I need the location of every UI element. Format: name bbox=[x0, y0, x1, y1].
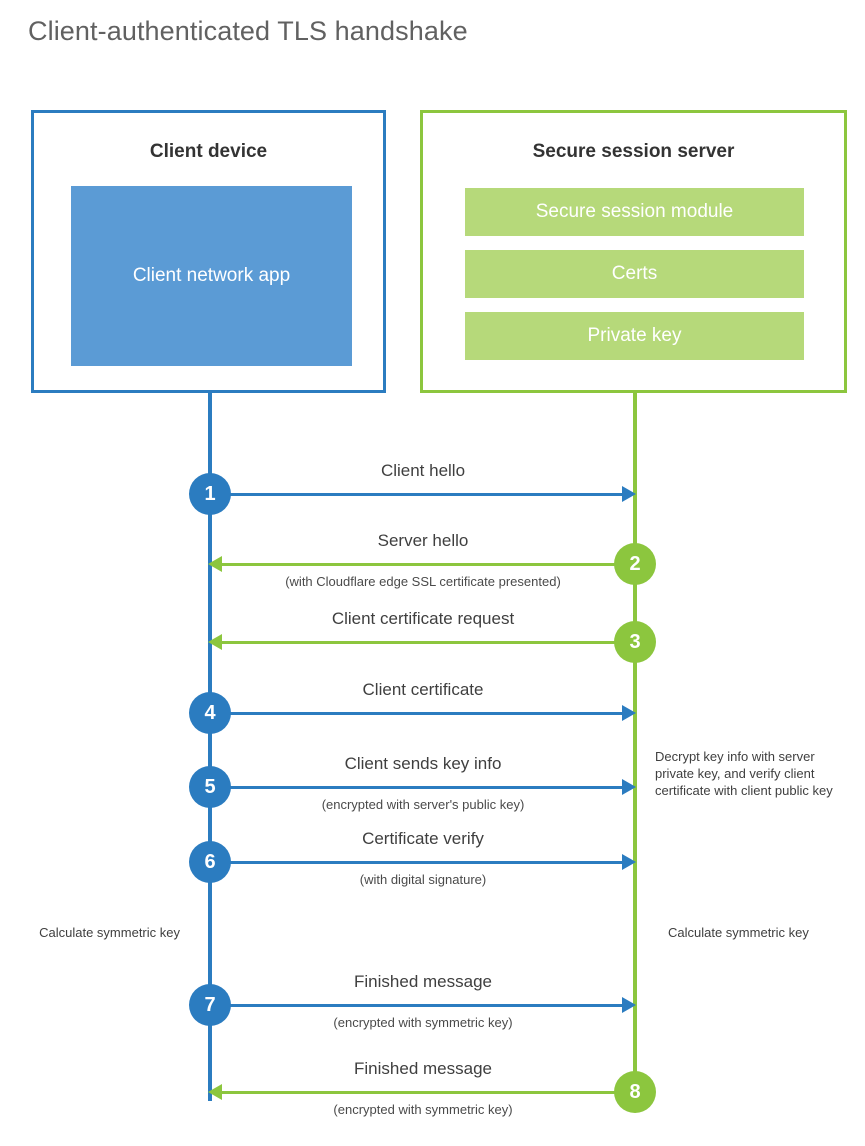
message-arrow-line bbox=[220, 563, 635, 566]
message-sublabel: (with Cloudflare edge SSL certificate pr… bbox=[285, 574, 561, 589]
message-sublabel: (with digital signature) bbox=[359, 872, 487, 887]
arrow-left-icon bbox=[208, 556, 222, 572]
message-arrow-line bbox=[210, 712, 625, 715]
client-network-app-block: Client network app bbox=[71, 186, 352, 366]
step-number-badge: 4 bbox=[189, 692, 231, 734]
message-arrow-line bbox=[220, 641, 635, 644]
server-block-secure-session-module: Secure session module bbox=[465, 188, 804, 236]
note-calculate-symmetric-key-server: Calculate symmetric key bbox=[668, 925, 809, 940]
message-sublabel: (encrypted with server's public key) bbox=[321, 797, 525, 812]
secure-session-server-box: Secure session server Secure session mod… bbox=[420, 110, 847, 393]
client-device-box: Client device Client network app bbox=[31, 110, 386, 393]
client-device-title: Client device bbox=[149, 141, 268, 162]
page-title: Client-authenticated TLS handshake bbox=[28, 16, 468, 46]
arrow-right-icon bbox=[622, 997, 636, 1013]
message-sublabel: (encrypted with symmetric key) bbox=[333, 1015, 513, 1030]
arrow-left-icon bbox=[208, 634, 222, 650]
message-label: Server hello bbox=[377, 531, 469, 550]
message-arrow-line bbox=[210, 493, 625, 496]
arrow-right-icon bbox=[622, 486, 636, 502]
step-number-badge: 8 bbox=[614, 1071, 656, 1113]
step-number-badge: 6 bbox=[189, 841, 231, 883]
step-number-badge: 3 bbox=[614, 621, 656, 663]
note-calculate-symmetric-key-client: Calculate symmetric key bbox=[39, 925, 180, 940]
secure-session-server-title: Secure session server bbox=[532, 141, 735, 162]
server-block-private-key: Private key bbox=[465, 312, 804, 360]
client-lifeline bbox=[208, 392, 212, 1101]
message-label: Client certificate request bbox=[331, 609, 515, 628]
message-arrow-line bbox=[210, 786, 625, 789]
message-label: Finished message bbox=[354, 972, 492, 991]
message-sublabel: (encrypted with symmetric key) bbox=[333, 1102, 513, 1117]
message-label: Finished message bbox=[354, 1059, 492, 1078]
step-number-badge: 1 bbox=[189, 473, 231, 515]
step-number-badge: 7 bbox=[189, 984, 231, 1026]
message-arrow-line bbox=[210, 861, 625, 864]
step-number-badge: 5 bbox=[189, 766, 231, 808]
message-arrow-line bbox=[220, 1091, 635, 1094]
server-block-certs: Certs bbox=[465, 250, 804, 298]
server-lifeline bbox=[633, 392, 637, 1092]
step-number-badge: 2 bbox=[614, 543, 656, 585]
arrow-right-icon bbox=[622, 854, 636, 870]
arrow-right-icon bbox=[622, 779, 636, 795]
message-label: Client hello bbox=[380, 461, 466, 480]
message-label: Client sends key info bbox=[344, 754, 502, 773]
arrow-right-icon bbox=[622, 705, 636, 721]
message-label: Certificate verify bbox=[362, 829, 484, 848]
message-arrow-line bbox=[210, 1004, 625, 1007]
note-decrypt-key-info: Decrypt key info with server private key… bbox=[655, 749, 833, 798]
message-label: Client certificate bbox=[362, 680, 484, 699]
arrow-left-icon bbox=[208, 1084, 222, 1100]
